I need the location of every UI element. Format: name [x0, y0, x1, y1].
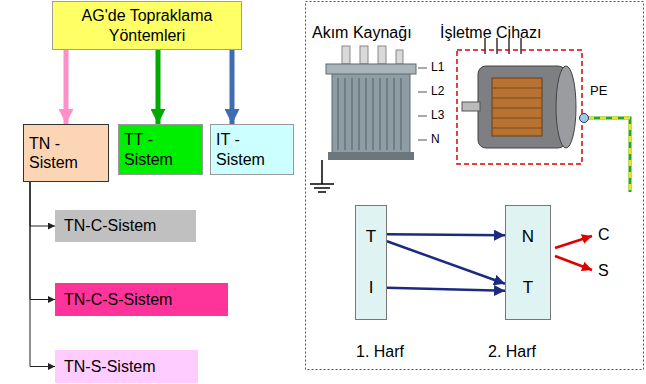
lead-ticks — [418, 68, 427, 140]
transformer-illustration — [326, 46, 416, 160]
connector-arrow — [387, 234, 505, 235]
dotted-frame — [306, 2, 644, 370]
terminal-label: L2 — [431, 85, 444, 99]
letter-box: TI — [355, 205, 387, 320]
connector-arrow — [387, 288, 505, 291]
section-label: İşletme Cihazı — [440, 24, 541, 42]
caption-label: 1. Harf — [356, 343, 404, 361]
node-text: T — [366, 227, 376, 247]
system-box: TN - Sistem — [23, 124, 109, 182]
node-text: T — [523, 278, 533, 298]
terminal-label: PE — [590, 84, 607, 99]
connector-arrow — [30, 182, 55, 300]
node-text: TN-S-Sistem — [64, 357, 156, 376]
connector-arrow — [30, 182, 55, 367]
node-text: TN - Sistem — [29, 134, 89, 172]
letter-label: S — [598, 262, 609, 280]
node-text: I — [369, 278, 374, 298]
terminal-label: L1 — [431, 61, 444, 75]
node-text: TN-C-S-Sistem — [64, 290, 172, 309]
system-box: IT - Sistem — [210, 124, 294, 175]
ground-symbol — [310, 160, 334, 192]
node-text: N — [522, 227, 534, 247]
subsystem-box: TN-S-Sistem — [55, 350, 198, 383]
connector-arrow — [387, 241, 505, 284]
system-box: TT - Sistem — [118, 124, 203, 175]
letter-label: C — [598, 226, 610, 244]
node-text: TT - Sistem — [124, 130, 184, 168]
motor-illustration — [457, 38, 582, 164]
letter-box: NT — [505, 205, 551, 320]
connector-arrow — [156, 50, 161, 124]
node-text: TN-C-Sistem — [64, 216, 156, 235]
terminal-label: L3 — [431, 109, 444, 123]
letter-arrows — [555, 236, 592, 270]
connector-arrow — [230, 50, 235, 124]
pe-conductor — [580, 114, 631, 193]
subsystem-box: TN-C-Sistem — [55, 210, 196, 242]
title-box: AG'de Topraklama Yöntemleri — [52, 1, 242, 50]
connector-arrow — [30, 182, 55, 226]
section-label: Akım Kaynağı — [312, 24, 412, 42]
node-text: IT - Sistem — [216, 130, 276, 168]
terminal-label: N — [431, 133, 440, 147]
node-text: AG'de Topraklama Yöntemleri — [61, 6, 233, 44]
subsystem-box: TN-C-S-Sistem — [55, 283, 228, 316]
connector-arrow — [64, 50, 69, 124]
caption-label: 2. Harf — [488, 343, 536, 361]
